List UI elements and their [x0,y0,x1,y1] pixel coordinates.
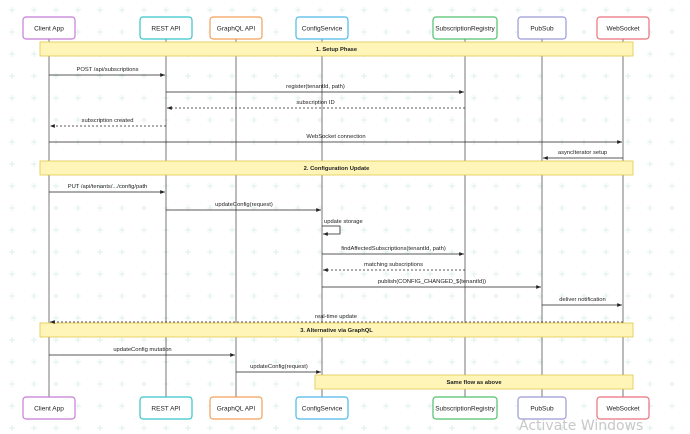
message-label: updateConfig(request) [215,202,273,208]
participant-label: REST API [151,405,180,412]
message-label: deliver notification [559,297,605,303]
section-label: 1. Setup Phase [316,47,358,53]
participant-label: GraphQL API [217,405,256,412]
participant-label: REST API [151,25,180,32]
message-label: updateConfig mutation [113,347,171,353]
participant-label: SubscriptionRegistry [435,25,495,32]
participant-registry-top: SubscriptionRegistry [432,16,498,40]
participant-label: ConfigService [302,25,343,32]
message-arrow: register(tenantId, path) [166,84,464,94]
section-label: 3. Alternative via GraphQL [300,328,373,334]
participant-websocket-bottom: WebSocket [596,396,650,420]
message-label: WebSocket connection [306,134,365,140]
note-box: Same flow as above [314,374,634,390]
message-arrow: publish(CONFIG_CHANGED_${tenantId}) [322,279,541,289]
participant-label: GraphQL API [217,25,256,32]
participant-registry-bottom: SubscriptionRegistry [432,396,498,420]
participant-label: Client App [34,25,64,32]
section-bar: 1. Setup Phase [39,41,634,57]
participant-rest-top: REST API [139,16,193,40]
message-label: POST /api/subscriptions [76,67,138,73]
participant-client-top: Client App [22,16,76,40]
message-arrow: POST /api/subscriptions [49,67,165,77]
participant-rest-bottom: REST API [139,396,193,420]
participant-label: ConfigService [302,405,343,412]
section-bar: 2. Configuration Update [39,160,634,176]
participant-label: PubSub [530,405,554,412]
message-label: subscription ID [296,100,334,106]
message-arrow: deliver notification [542,297,622,307]
message-label: publish(CONFIG_CHANGED_${tenantId}) [378,279,486,285]
participant-label: SubscriptionRegistry [435,405,495,412]
message-arrow: updateConfig mutation [49,347,235,357]
message-label: update storage [324,219,363,225]
section-bar: 3. Alternative via GraphQL [39,322,634,338]
message-label: register(tenantId, path) [286,84,345,90]
participant-label: Client App [34,405,64,412]
message-arrow: WebSocket connection [49,134,622,144]
message-label: updateConfig(request) [250,364,308,370]
message-arrow: matching subscriptions [323,262,465,272]
message-label: real-time update [315,314,357,320]
message-label: findAffectedSubscriptions(tenantId, path… [341,246,446,252]
section-label: 2. Configuration Update [304,166,370,172]
message-label: PUT /api/tenants/.../config/path [68,184,148,190]
message-arrow: updateConfig(request) [236,364,321,374]
message-arrow: findAffectedSubscriptions(tenantId, path… [322,246,464,256]
participant-pubsub-bottom: PubSub [517,396,567,420]
message-arrow: subscription created [50,118,166,128]
participant-config-bottom: ConfigService [295,396,349,420]
participant-graphql-bottom: GraphQL API [209,396,263,420]
participant-config-top: ConfigService [295,16,349,40]
participant-websocket-top: WebSocket [596,16,650,40]
message-label: asyncIterator setup [558,150,607,156]
participant-label: PubSub [530,25,554,32]
participant-pubsub-top: PubSub [517,16,567,40]
message-arrow: PUT /api/tenants/.../config/path [49,184,165,194]
message-arrow: updateConfig(request) [166,202,321,212]
message-arrow: update storage [322,219,363,236]
message-label: subscription created [82,118,134,124]
note-label: Same flow as above [446,380,502,386]
participant-graphql-top: GraphQL API [209,16,263,40]
participant-label: WebSocket [606,405,639,412]
message-arrow: asyncIterator setup [543,150,623,160]
message-arrow: subscription ID [167,100,465,110]
activate-windows-watermark: Activate Windows [519,418,644,434]
participant-label: WebSocket [606,25,639,32]
participant-client-bottom: Client App [22,396,76,420]
message-label: matching subscriptions [364,262,423,268]
message-arrow: real-time update [50,314,623,324]
